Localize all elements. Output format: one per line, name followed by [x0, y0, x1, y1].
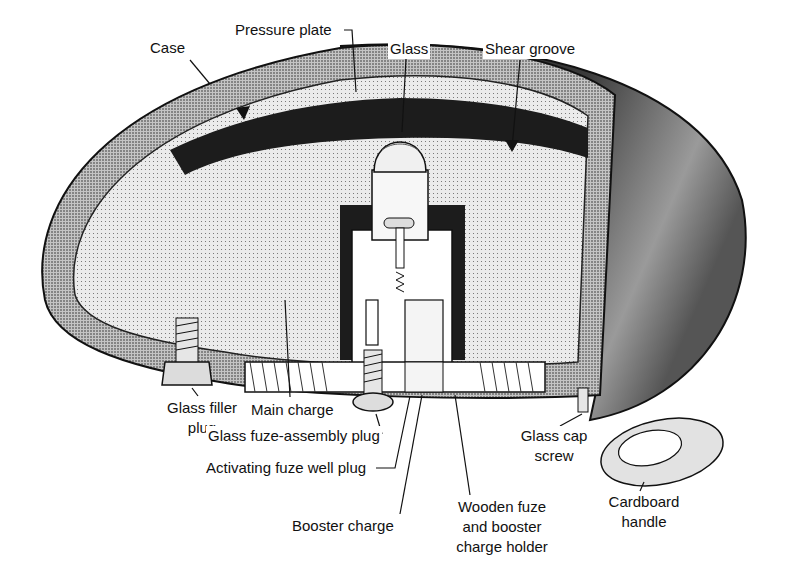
leader-line: [285, 300, 290, 397]
fuze-slot: [366, 300, 378, 345]
filler-plug: [176, 318, 198, 363]
part-label: Glass fuze-assembly plug: [206, 426, 382, 446]
leader-line: [640, 482, 644, 491]
leader-line: [192, 388, 198, 396]
leader-line: [190, 60, 210, 84]
fuze-assembly-plug: [364, 350, 382, 395]
shear-groove: [236, 106, 250, 120]
part-label: Cardboard handle: [599, 492, 689, 532]
fuze-assembly-plug: [364, 354, 382, 382]
leader-line: [402, 59, 406, 132]
booster-charge: [405, 362, 443, 392]
glass-dome: [374, 142, 426, 172]
leader-line: [455, 395, 470, 495]
leader-line: [512, 60, 520, 148]
striker-pin: [384, 218, 414, 228]
air-gap: [170, 98, 588, 175]
filler-plug: [162, 362, 212, 385]
leader-line: [560, 414, 582, 426]
leader-line: [400, 395, 422, 514]
part-label: Main charge: [249, 400, 336, 420]
fuze-assembly-plug: [353, 393, 393, 411]
part-label: Shear groove: [483, 39, 577, 59]
part-label: Case: [148, 38, 187, 58]
cap-screw: [578, 388, 588, 412]
striker-pin: [396, 228, 404, 268]
part-label: Wooden fuze and booster charge holder: [447, 497, 557, 557]
main-charge: [74, 76, 588, 366]
cardboard-handle: [595, 408, 730, 496]
part-label: Pressure plate: [233, 20, 334, 40]
part-label: Activating fuze well plug: [204, 458, 368, 478]
filler-plug: [176, 322, 198, 350]
thread: [250, 362, 533, 392]
leader-line: [344, 30, 356, 92]
fuze-spring: [396, 272, 404, 292]
part-label: Glass: [388, 39, 430, 59]
handle-hole: [615, 425, 685, 472]
part-label: Glass cap screw: [512, 426, 596, 466]
part-label: Booster charge: [290, 516, 396, 536]
glass-dome: [382, 144, 418, 150]
case-section: [42, 45, 615, 398]
